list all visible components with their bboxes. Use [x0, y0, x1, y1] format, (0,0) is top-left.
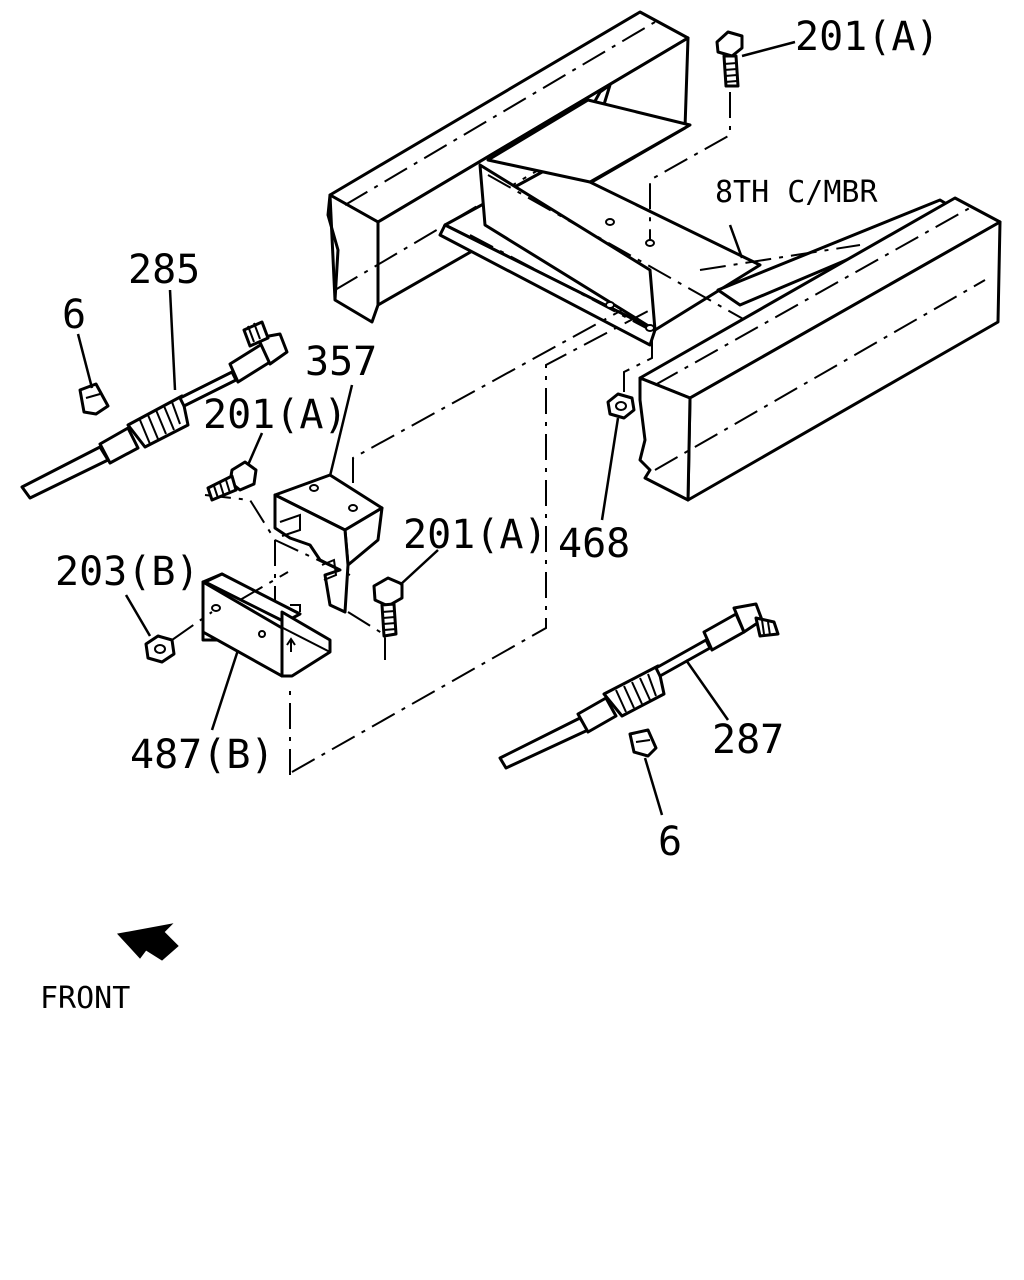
- cable-287: [498, 602, 780, 770]
- bracket-487b-alignment: [171, 571, 301, 641]
- arrow-down-left-icon: [117, 923, 179, 961]
- label-bolt-201a-right: 201(A): [403, 512, 548, 558]
- label-bracket-487b: 487(B): [130, 732, 275, 778]
- leader-287: [684, 659, 730, 721]
- right-side-rail: [638, 196, 1002, 502]
- cable-285: [20, 320, 289, 500]
- frame-assembly: [326, 10, 1002, 502]
- bolt-201a-left: [206, 460, 258, 502]
- leader-6-right: [643, 757, 664, 816]
- label-crossmember: 8TH C/MBR: [715, 175, 878, 210]
- leader-201a-left: [246, 432, 264, 466]
- leader-203b: [124, 594, 152, 637]
- bracket-357: [273, 473, 384, 614]
- label-nut-468: 468: [558, 521, 630, 567]
- bracket-487b: [201, 572, 332, 678]
- label-front: FRONT: [40, 981, 130, 1016]
- label-cable-287: 287: [712, 717, 784, 763]
- leader-6-left: [76, 333, 94, 389]
- label-cable-285: 285: [128, 247, 200, 293]
- bracket-357-alignment: [204, 494, 386, 660]
- crossmember: [438, 83, 962, 347]
- bolt-201a-top: [649, 30, 796, 240]
- label-clip-6-left: 6: [62, 292, 86, 338]
- leader-357: [328, 384, 354, 477]
- clip-6-left: [78, 382, 110, 416]
- bolt-201a-right: [372, 576, 404, 638]
- alignment-line-lower: [289, 309, 651, 775]
- alignment-line-upper: [352, 309, 623, 483]
- label-nut-203b: 203(B): [55, 549, 200, 595]
- leader-201a-right: [399, 549, 439, 586]
- label-clip-6-right: 6: [658, 819, 682, 865]
- leader-285: [168, 289, 177, 391]
- nut-203b: [144, 634, 176, 664]
- label-bolt-201a-left: 201(A): [203, 392, 348, 438]
- nut-468: [600, 340, 653, 521]
- label-bolt-201a-top: 201(A): [795, 14, 940, 60]
- label-bracket-357: 357: [305, 339, 377, 385]
- leader-487b: [210, 649, 240, 731]
- clip-6-right: [628, 728, 658, 758]
